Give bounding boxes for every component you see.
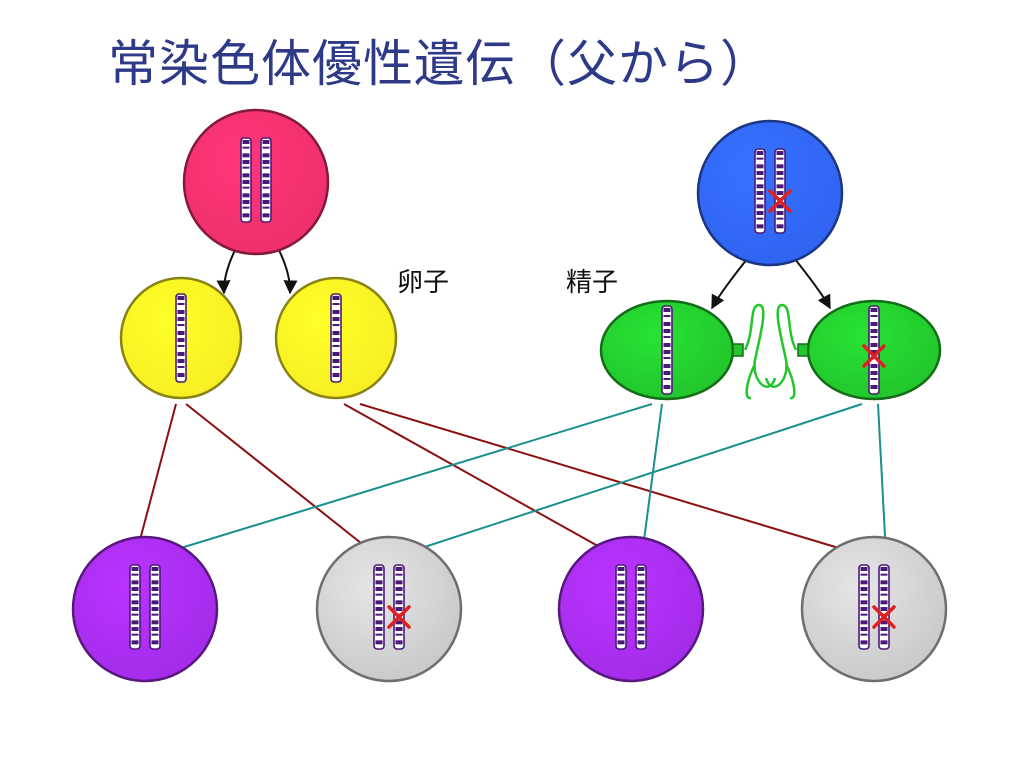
maternal-arrow-4 — [359, 403, 864, 559]
paternal-arrow-3 — [398, 403, 863, 558]
child-cell-2 — [315, 535, 463, 683]
maternal-arrow-2 — [185, 403, 378, 556]
sperm-cell-2 — [806, 299, 942, 401]
egg-cell-1 — [119, 276, 243, 400]
mother-cell-membrane — [182, 108, 330, 256]
child-cell-3-chromosome-2 — [635, 564, 647, 650]
father-cell-chromosome-2 — [774, 148, 786, 234]
maternal-arrow-3 — [343, 403, 616, 556]
sperm-cell-2-chromosome — [868, 305, 880, 395]
child-cell-4-chromosome-1 — [858, 564, 870, 650]
father-cell-mutation-mark — [768, 189, 792, 213]
child-cell-1-chromosome-2 — [149, 564, 161, 650]
child-cell-3-membrane — [557, 535, 705, 683]
child-cell-1-chromosome-1 — [129, 564, 141, 650]
child-cell-2-mutation-mark — [387, 605, 411, 629]
child-cell-3-chromosome-1 — [615, 564, 627, 650]
page-title: 常染色体優性遺伝（父から） — [108, 35, 771, 93]
child-cell-4-chromosome-2 — [878, 564, 890, 650]
egg-cell-2 — [274, 276, 398, 400]
child-cell-2-chromosome-2 — [393, 564, 405, 650]
sperm-tail-1 — [732, 303, 777, 400]
paternal-arrow-4 — [877, 403, 893, 557]
child-cell-4 — [800, 535, 948, 683]
child-cell-1-membrane — [71, 535, 219, 683]
sperm-label: 精子 — [566, 268, 619, 298]
paternal-arrow-1 — [156, 403, 653, 559]
mother-cell — [182, 108, 330, 256]
egg-cell-2-chromosome — [330, 293, 342, 383]
sperm-tail-2 — [764, 303, 809, 400]
father-cell — [696, 119, 844, 267]
sperm-cell-1 — [599, 299, 735, 401]
father-cell-chromosome-1 — [754, 148, 766, 234]
maternal-arrow-1 — [132, 403, 177, 557]
child-cell-3 — [557, 535, 705, 683]
paternal-arrow-2 — [636, 403, 663, 557]
child-cell-2-chromosome-1 — [373, 564, 385, 650]
sperm-cell-1-chromosome — [661, 305, 673, 395]
child-cell-1 — [71, 535, 219, 683]
mother-cell-chromosome-1 — [240, 137, 252, 223]
egg-cell-1-chromosome — [175, 293, 187, 383]
mother-cell-chromosome-2 — [260, 137, 272, 223]
child-cell-4-mutation-mark — [872, 605, 896, 629]
sperm-cell-2-mutation-mark — [862, 344, 886, 368]
egg-label: 卵子 — [397, 268, 450, 298]
